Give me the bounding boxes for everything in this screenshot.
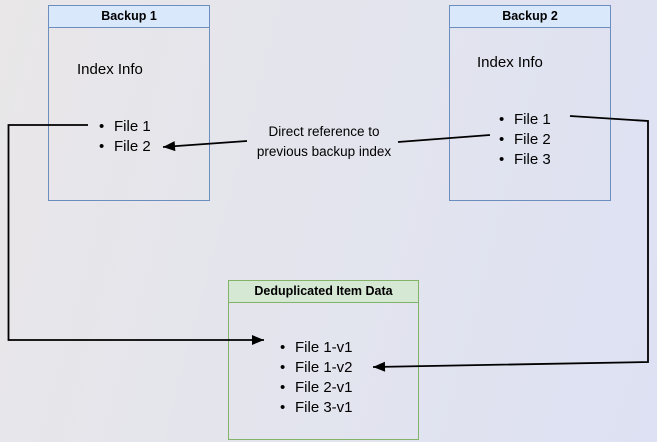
dedup-node: Deduplicated Item Data File 1-v1 File 1-… xyxy=(228,280,419,440)
backup1-node: Backup 1 Index Info File 1 File 2 xyxy=(48,5,210,201)
list-item: File 2 xyxy=(99,137,151,157)
list-item: File 1 xyxy=(99,117,151,137)
backup2-index-info-label: Index Info xyxy=(477,54,543,71)
dedup-item-list: File 1-v1 File 1-v2 File 2-v1 File 3-v1 xyxy=(280,338,353,418)
list-item: File 3-v1 xyxy=(280,398,353,418)
edge-label-line1: Direct reference to xyxy=(268,124,380,139)
list-item: File 1 xyxy=(499,110,551,130)
list-item: File 1-v1 xyxy=(280,338,353,358)
list-item: File 3 xyxy=(499,150,551,170)
edge-label-direct-reference: Direct reference to previous backup inde… xyxy=(243,122,405,162)
backup2-node: Backup 2 Index Info File 1 File 2 File 3 xyxy=(449,5,611,201)
backup1-title: Backup 1 xyxy=(49,6,209,28)
list-item: File 2-v1 xyxy=(280,378,353,398)
backup2-file-list: File 1 File 2 File 3 xyxy=(499,110,551,170)
dedup-title: Deduplicated Item Data xyxy=(229,281,418,303)
backup1-index-info-label: Index Info xyxy=(77,61,143,78)
backup1-file-list: File 1 File 2 xyxy=(99,117,151,157)
list-item: File 2 xyxy=(499,130,551,150)
list-item: File 1-v2 xyxy=(280,358,353,378)
edge-label-line2: previous backup index xyxy=(256,144,392,159)
backup2-title: Backup 2 xyxy=(450,6,610,28)
